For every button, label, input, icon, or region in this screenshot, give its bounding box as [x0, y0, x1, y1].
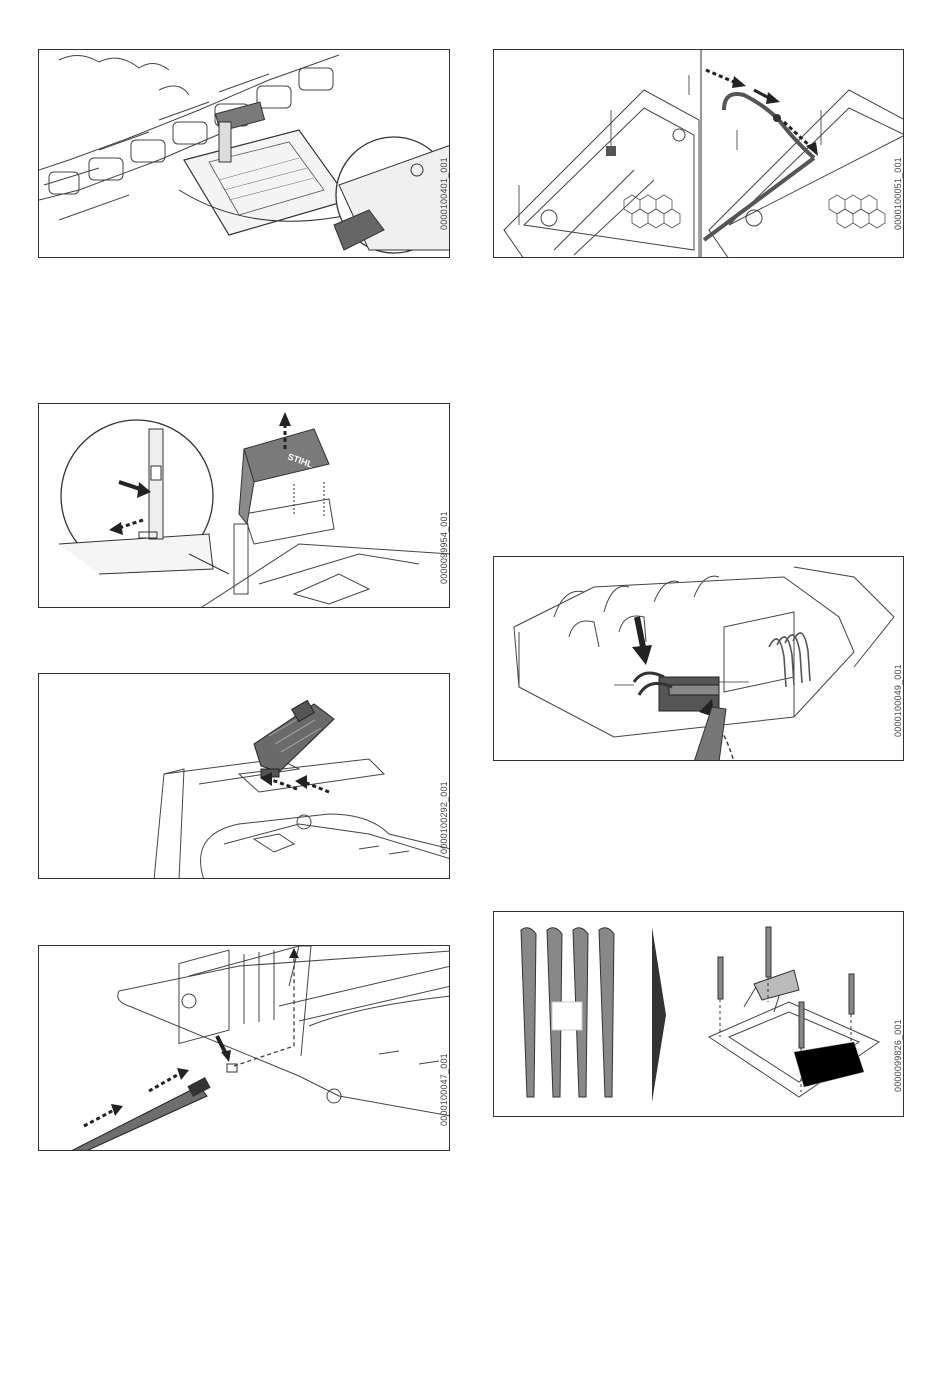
- illustration-install-cover: [39, 674, 450, 879]
- figure-code: 0000100047_001: [439, 1053, 449, 1126]
- figure-cable-routing: 0000100051_001: [493, 49, 904, 258]
- figure-install-cover: 0000100292_001: [38, 673, 450, 879]
- illustration-wall-placement: [39, 50, 450, 258]
- illustration-insert-cable: [39, 946, 450, 1151]
- illustration-fix-with-pegs: [494, 912, 904, 1117]
- figure-code: 0000099954_001: [439, 511, 449, 584]
- arrow-right-icon: [652, 927, 666, 1102]
- figure-fix-with-pegs: 0000099826_001: [493, 911, 904, 1117]
- figure-insert-cable: 0000100047_001: [38, 945, 450, 1151]
- figure-code: 0000099826_001: [893, 1019, 903, 1092]
- illustration-remove-cover: STIHL: [39, 404, 450, 608]
- label-box: [552, 1002, 582, 1030]
- illustration-cable-routing: [494, 50, 904, 258]
- illustration-connector-clip: [494, 557, 904, 761]
- figure-connector-clip: 0000100049_001: [493, 556, 904, 761]
- figure-remove-cover: STIHL 0000099954_001: [38, 403, 450, 608]
- figure-code: 0000100051_001: [893, 157, 903, 230]
- figure-wall-placement: 0000100401_001: [38, 49, 450, 258]
- figure-code: 0000100401_001: [439, 157, 449, 230]
- figure-code: 0000100292_001: [439, 781, 449, 854]
- figure-code: 0000100049_001: [893, 664, 903, 737]
